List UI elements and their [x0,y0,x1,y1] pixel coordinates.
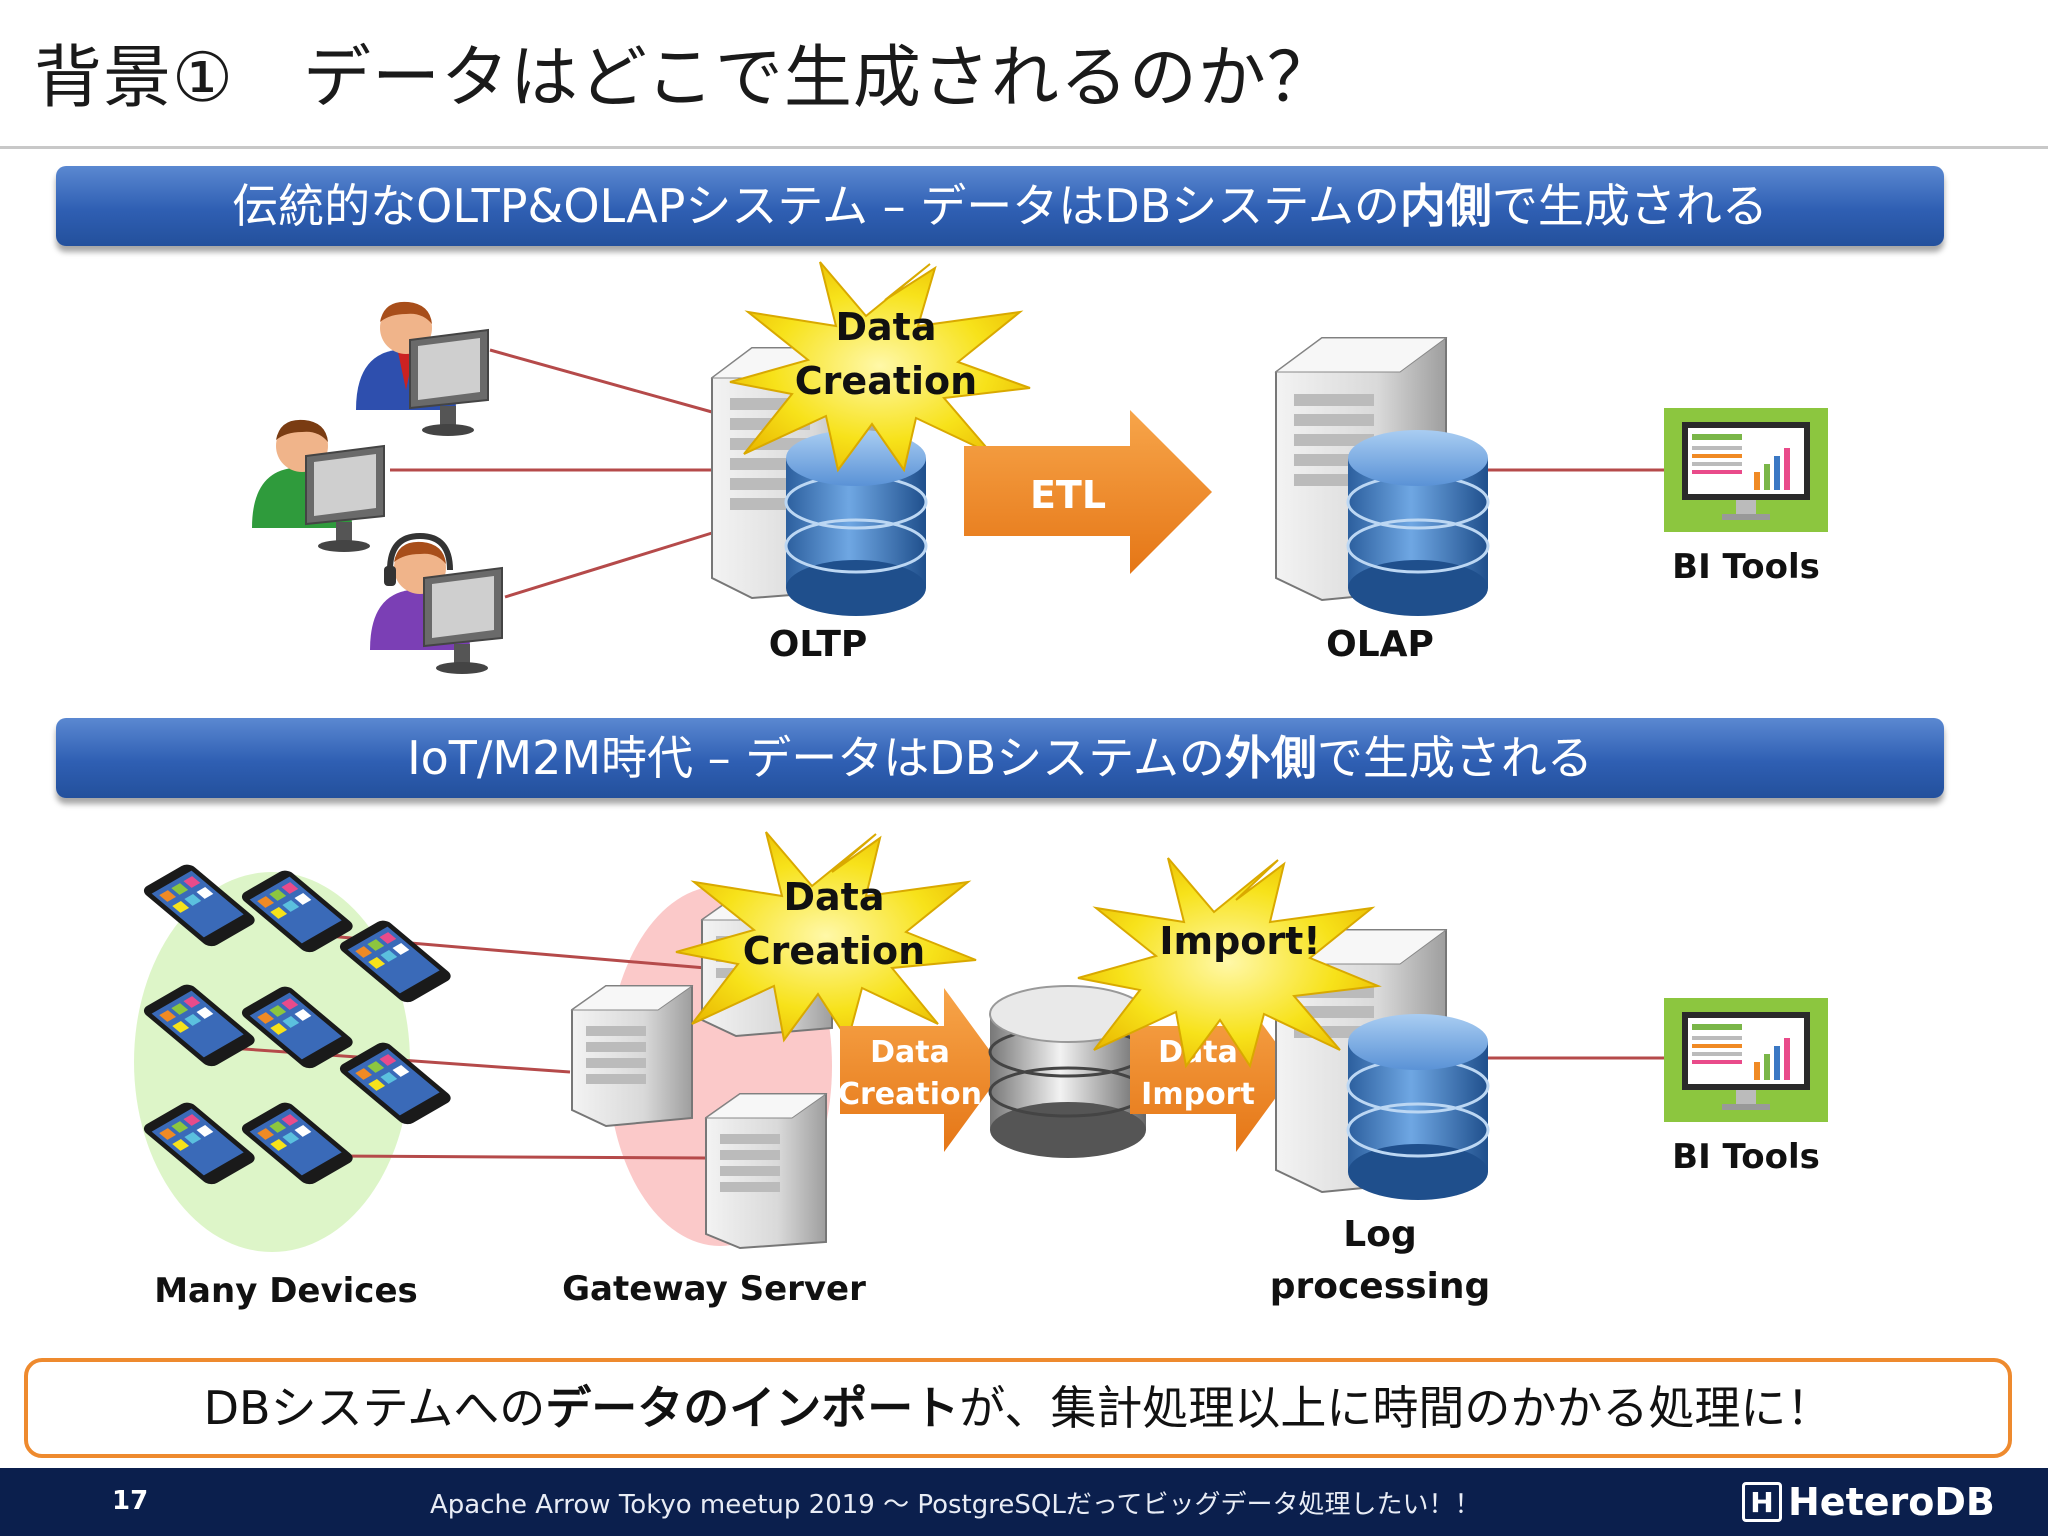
conclusion-post: が、集計処理以上に時間のかかる処理に！ [959,1381,1833,1435]
page-number: 17 [112,1486,149,1516]
smartphone-icon [339,1042,451,1125]
intermediate-storage-icon [988,985,1148,1158]
import-burst-label: Import! [1159,919,1320,963]
smartphone-icon [339,920,451,1003]
slide-title: 背景① データはどこで生成されるのか？ [34,39,1336,118]
banner-traditional: 伝統的なOLTP&OLAPシステム – データはDBシステムの内側で生成される [56,166,1944,246]
arrow1-line1: Data [870,1035,950,1070]
etl-label: ETL [1030,473,1106,517]
banner-traditional-post: で生成される [1491,179,1768,233]
banner-traditional-bold: 内側 [1399,179,1492,233]
gateway-server-label: Gateway Server [562,1269,866,1309]
smartphone-icon [143,1102,255,1185]
monitor-icon [423,566,503,674]
etl-arrow [964,410,1212,574]
many-devices-label: Many Devices [154,1271,418,1311]
banner-iot-bold: 外側 [1224,731,1317,785]
arrow2-line2: Import [1141,1077,1255,1112]
smartphone-icon [143,864,255,947]
top-burst-line2: Creation [795,359,977,403]
smartphone-icon [241,870,353,953]
smartphone-icon [143,984,255,1067]
heterodb-logo: H HeteroDB [1742,1476,2012,1528]
banner-iot: IoT/M2M時代 – データはDBシステムの外側で生成される [56,718,1944,798]
banner-iot-post: で生成される [1316,731,1593,785]
data-creation-burst [675,831,977,1043]
logo-text: HeteroDB [1788,1480,1995,1524]
monitor-icon [305,444,385,552]
gateway-server-icon [704,1093,828,1250]
banner-iot-pre: IoT/M2M時代 – データはDBシステムの [407,731,1225,785]
olap-database-icon [1346,430,1490,616]
conclusion-pre: DBシステムへの [203,1381,546,1435]
gateway-server-icon [570,985,694,1128]
arrow1-line2: Creation [838,1077,982,1112]
logo-mark-icon: H [1742,1482,1782,1522]
monitor-icon [409,328,489,436]
smartphone-icon [241,1102,353,1185]
banner-traditional-pre: 伝統的なOLTP&OLAPシステム – データはDBシステムの [232,179,1400,233]
smartphone-icon [241,986,353,1069]
log-processing-label-line2: processing [1270,1266,1491,1307]
bi-tools-label-bottom: BI Tools [1672,1137,1820,1177]
oltp-database-icon [784,430,928,616]
import-burst [1077,857,1382,1069]
log-processing-label-line1: Log [1343,1214,1416,1255]
top-burst-line1: Data [836,305,937,349]
bi-tools-label-top: BI Tools [1672,547,1820,587]
conclusion-bold: データのインポート [545,1381,960,1435]
bottom-burst1-line1: Data [784,875,885,919]
data-creation-arrow [840,988,1004,1152]
bi-tools-icon [1664,408,1828,532]
data-creation-burst [729,261,1031,473]
footer-text: Apache Arrow Tokyo meetup 2019 ～ Postgre… [430,1490,1481,1520]
title-divider [0,146,2048,149]
conclusion-box: DBシステムへのデータのインポートが、集計処理以上に時間のかかる処理に！ [24,1358,2012,1458]
connection-lines-top [390,348,1664,599]
olap-label: OLAP [1326,624,1434,665]
footer-bar [0,1468,2048,1536]
bi-tools-icon [1664,998,1828,1122]
bottom-burst1-line2: Creation [743,929,925,973]
log-database-icon [1346,1014,1490,1200]
oltp-label: OLTP [769,624,868,665]
